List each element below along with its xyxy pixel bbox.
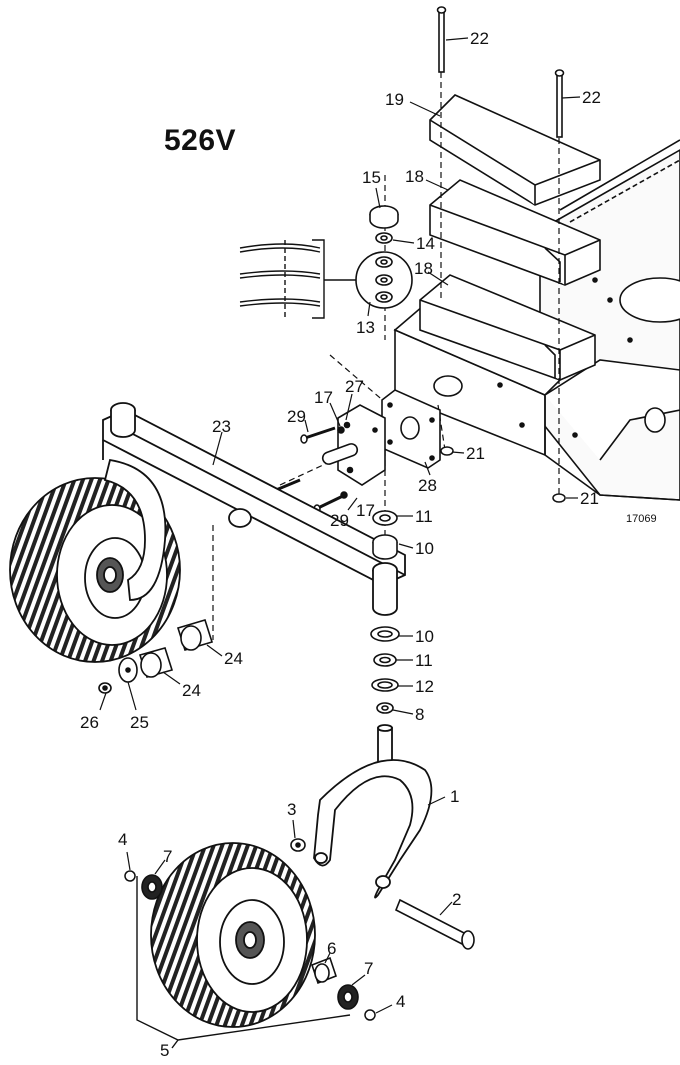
callout-22: 22 (582, 88, 601, 107)
upper-caster-fork (103, 458, 167, 601)
callout-4: 4 (118, 830, 127, 849)
nut-26 (98, 682, 112, 694)
callout-6: 6 (327, 939, 336, 958)
callout-7: 7 (364, 959, 373, 978)
leader-lines (99, 37, 581, 1014)
callout-28: 28 (418, 476, 437, 495)
callout-4: 4 (396, 992, 405, 1011)
callout-2: 2 (452, 890, 461, 909)
axle-bolt-2 (394, 898, 475, 950)
callout-29: 29 (330, 511, 349, 530)
callout-17: 17 (356, 501, 375, 520)
callout-11: 11 (415, 507, 433, 526)
weight-block-lower (419, 274, 596, 381)
caster-stack-parts (370, 510, 400, 714)
seal-cap-15 (369, 205, 399, 229)
callout-8: 8 (415, 705, 424, 724)
bearing-detail-circle (355, 251, 413, 309)
callout-10: 10 (415, 539, 434, 558)
spacer-6 (311, 956, 337, 985)
nut-3 (290, 838, 306, 852)
callout-23: 23 (212, 417, 231, 436)
spacer-24 (138, 619, 214, 678)
callout-21: 21 (466, 444, 485, 463)
assembly-bracket-5 (136, 876, 351, 1049)
front-axle-23 (102, 402, 406, 616)
callout-7: 7 (163, 847, 172, 866)
callout-11: 11 (415, 651, 433, 670)
grease-fitting-4 (124, 870, 376, 1021)
model-title: 526V (164, 124, 237, 157)
callout-29: 29 (287, 407, 306, 426)
caster-fork-1 (313, 724, 433, 899)
callout-24: 24 (182, 681, 201, 700)
upper-wheel-tire (9, 477, 181, 663)
washer-25 (118, 657, 138, 683)
callout-15: 15 (362, 168, 381, 187)
callout-25: 25 (130, 713, 149, 732)
callout-17: 17 (314, 388, 333, 407)
bearing-14 (375, 232, 393, 244)
nut-17 (337, 426, 348, 499)
callout-22: 22 (470, 29, 489, 48)
bolt-22 (436, 6, 565, 138)
callout-19: 19 (385, 90, 404, 109)
callout-27: 27 (345, 377, 364, 396)
weight-cover-19 (429, 94, 601, 206)
callout-26: 26 (80, 713, 99, 732)
callout-13: 13 (356, 318, 375, 337)
weight-block-upper (429, 179, 601, 286)
mounting-plate-28 (381, 389, 441, 469)
callout-21: 21 (580, 489, 599, 508)
lower-wheel-tire (150, 842, 316, 1028)
callout-14: 14 (416, 234, 435, 253)
callout-1: 1 (450, 787, 459, 806)
callout-3: 3 (287, 800, 296, 819)
nut-21 (440, 446, 566, 503)
callout-5: 5 (160, 1041, 169, 1060)
bearing-section-view (239, 239, 356, 320)
callout-10: 10 (415, 627, 434, 646)
callout-12: 12 (415, 677, 434, 696)
bearing-7 (141, 874, 359, 1010)
callout-18: 18 (405, 167, 424, 186)
callout-labels: 22 22 19 18 18 15 14 13 23 29 17 27 21 2… (80, 29, 601, 1060)
drawing-number: 17069 (626, 513, 657, 525)
callout-24: 24 (224, 649, 243, 668)
callout-18: 18 (414, 259, 433, 278)
bracket-27 (321, 404, 386, 486)
